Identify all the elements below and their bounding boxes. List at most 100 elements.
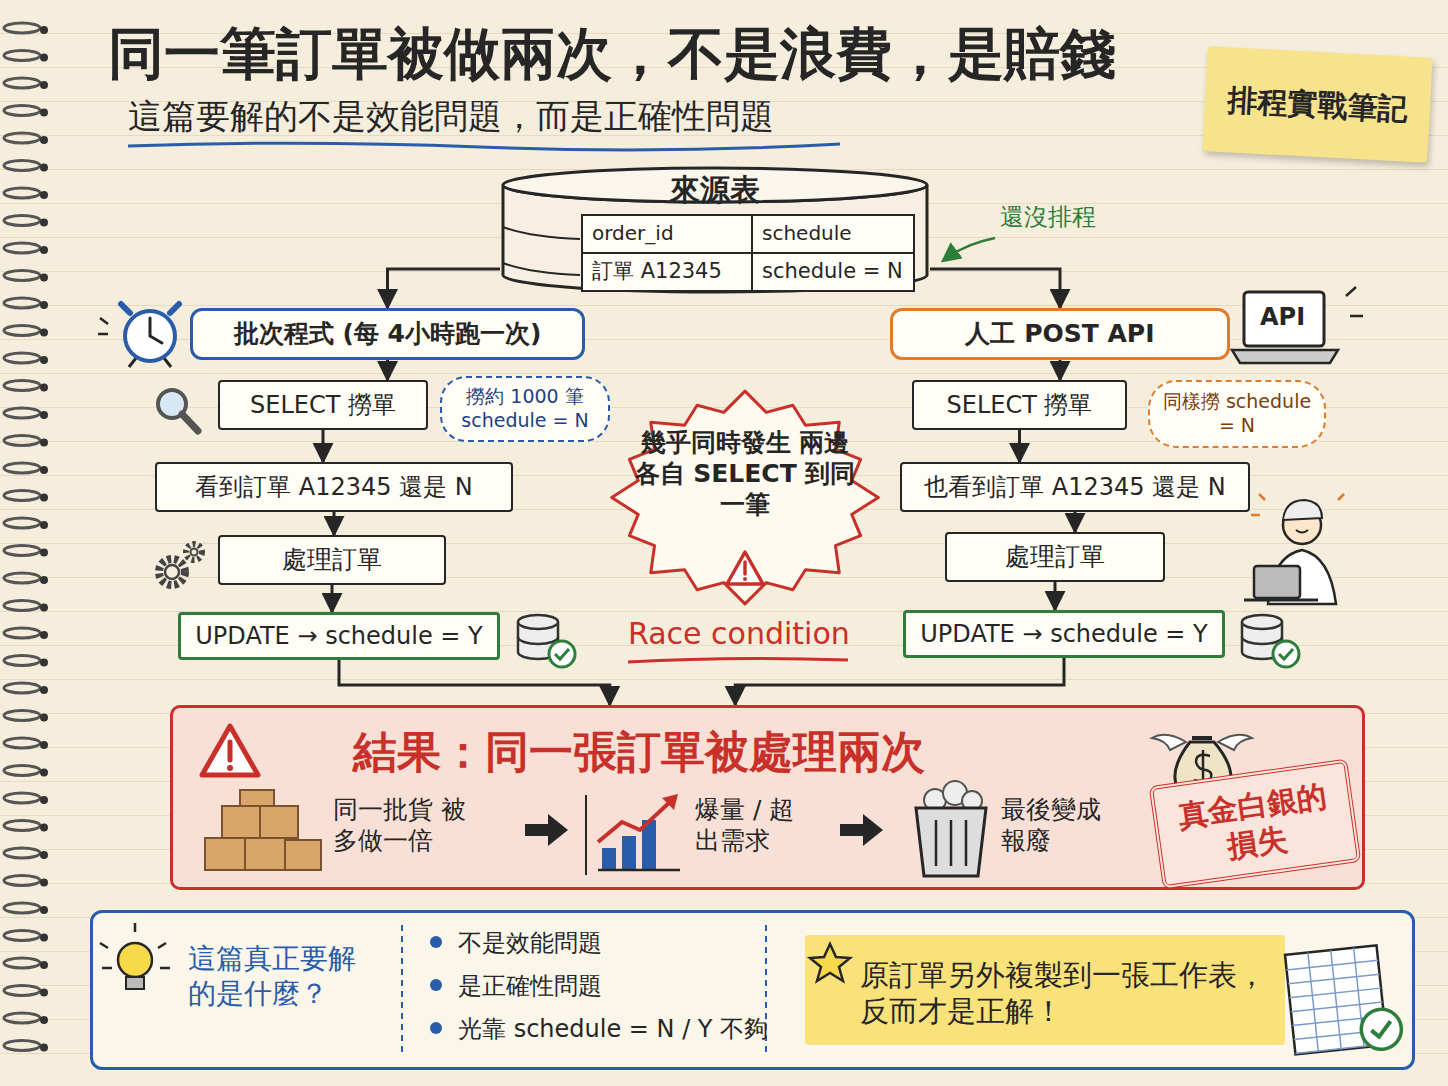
person-at-laptop	[1244, 494, 1344, 604]
flow-arrow	[322, 430, 325, 462]
spiral-binding	[4, 766, 40, 776]
spiral-binding	[40, 164, 48, 172]
spiral-binding	[40, 191, 48, 199]
spiral-binding	[40, 274, 48, 282]
spiral-binding	[40, 631, 48, 639]
flow-arrow	[386, 360, 389, 380]
node-text: 是正確性問題	[458, 971, 788, 1001]
burst-outline	[727, 552, 763, 584]
boxes-icon	[260, 806, 298, 838]
bullet-dot	[430, 1022, 442, 1034]
chart-icon	[602, 848, 616, 870]
database-check-icon	[1242, 615, 1299, 667]
node-text: 原訂單另外複製到一張工作表，反而才是正解！	[860, 957, 1280, 1030]
spiral-binding	[4, 793, 40, 803]
warning-icon	[202, 726, 258, 775]
spiral-binding	[4, 106, 40, 116]
chart-icon	[622, 836, 636, 870]
spiral-binding	[4, 133, 40, 143]
spiral-binding	[40, 961, 48, 969]
boxes-icon	[285, 840, 321, 870]
trash-icon	[936, 820, 966, 866]
alarm-clock	[125, 311, 175, 361]
spiral-binding	[4, 601, 40, 611]
node-text: 不是效能問題	[458, 928, 788, 958]
spiral-binding	[4, 1013, 40, 1023]
chart-icon	[598, 794, 680, 870]
gears-icon	[159, 544, 202, 585]
spiral-binding	[40, 329, 48, 337]
spiral-binding	[4, 381, 40, 391]
cylinder-outline	[582, 215, 914, 291]
spiral-binding	[4, 23, 48, 1052]
spiral-binding	[40, 109, 48, 117]
spiral-binding	[4, 546, 40, 556]
leader-arrow	[944, 238, 995, 260]
spiral-binding	[40, 714, 48, 722]
screen-label: API	[1260, 303, 1305, 332]
callout-bubble: 同樣撈 schedule = N	[1148, 380, 1326, 448]
spiral-binding	[4, 848, 40, 858]
node-text: 光靠 schedule = N / Y 不夠	[458, 1014, 798, 1044]
spiral-binding	[40, 549, 48, 557]
bullet-dot	[430, 979, 442, 991]
spiral-binding	[40, 576, 48, 584]
laptop-icon	[1232, 287, 1363, 363]
process-box: 也看到訂單 A12345 還是 N	[900, 462, 1250, 512]
cylinder-outline	[582, 215, 914, 291]
spiral-binding	[4, 821, 40, 831]
star-icon	[810, 944, 850, 981]
chart-icon	[598, 800, 672, 842]
node-text: SELECT 撈單	[947, 390, 1093, 420]
flow-arrow	[339, 660, 610, 705]
flow-arrow	[1018, 430, 1021, 462]
flow-arrow	[1054, 582, 1057, 610]
spiral-binding	[40, 54, 48, 62]
race-underline	[628, 658, 848, 662]
node-text: 真金白銀的 損失	[1168, 775, 1342, 872]
flow-arrow	[1074, 512, 1077, 532]
person-at-laptop	[1244, 599, 1318, 602]
spiral-binding	[40, 301, 48, 309]
process-box: SELECT 撈單	[912, 380, 1127, 430]
spreadsheet-icon	[1359, 1007, 1403, 1051]
node-text: 撈約 1000 筆 schedule = N	[454, 385, 596, 433]
bulb-icon	[100, 923, 170, 989]
callout-bubble: 撈約 1000 筆 schedule = N	[440, 376, 610, 442]
flow-arrow	[735, 658, 1064, 705]
money-bag-icon	[1192, 736, 1212, 740]
database-check-icon	[518, 615, 558, 629]
node-text: order_id	[592, 221, 752, 246]
spiral-binding	[4, 876, 40, 886]
database-check-icon	[518, 637, 558, 644]
spiral-binding	[4, 51, 40, 61]
spiral-binding	[4, 986, 40, 996]
spiral-binding	[40, 26, 48, 34]
spiral-binding	[4, 931, 40, 941]
spiral-binding	[40, 851, 48, 859]
boxes-icon	[205, 838, 245, 870]
spiral-binding	[4, 78, 40, 88]
bottom-panel-fill	[90, 910, 1415, 1070]
divider	[585, 795, 587, 875]
laptop-icon	[1232, 350, 1338, 363]
trash-icon	[916, 808, 986, 876]
spiral-binding	[40, 81, 48, 89]
burst-outline	[612, 391, 879, 604]
spiral-binding	[40, 384, 48, 392]
spiral-binding	[40, 356, 48, 364]
node-text: 批次程式 (每 4小時跑一次)	[234, 318, 542, 349]
spiral-binding	[40, 439, 48, 447]
warning-icon	[227, 765, 233, 771]
trash-icon	[916, 781, 986, 876]
spiral-binding	[4, 436, 40, 446]
spiral-binding	[4, 326, 40, 336]
spiral-binding	[4, 161, 40, 171]
node-text: 爆量 / 超出需求	[695, 794, 817, 857]
boxes-icon	[205, 790, 321, 870]
magnifier-icon	[182, 414, 198, 431]
spiral-binding	[4, 271, 40, 281]
alarm-clock	[150, 318, 162, 343]
